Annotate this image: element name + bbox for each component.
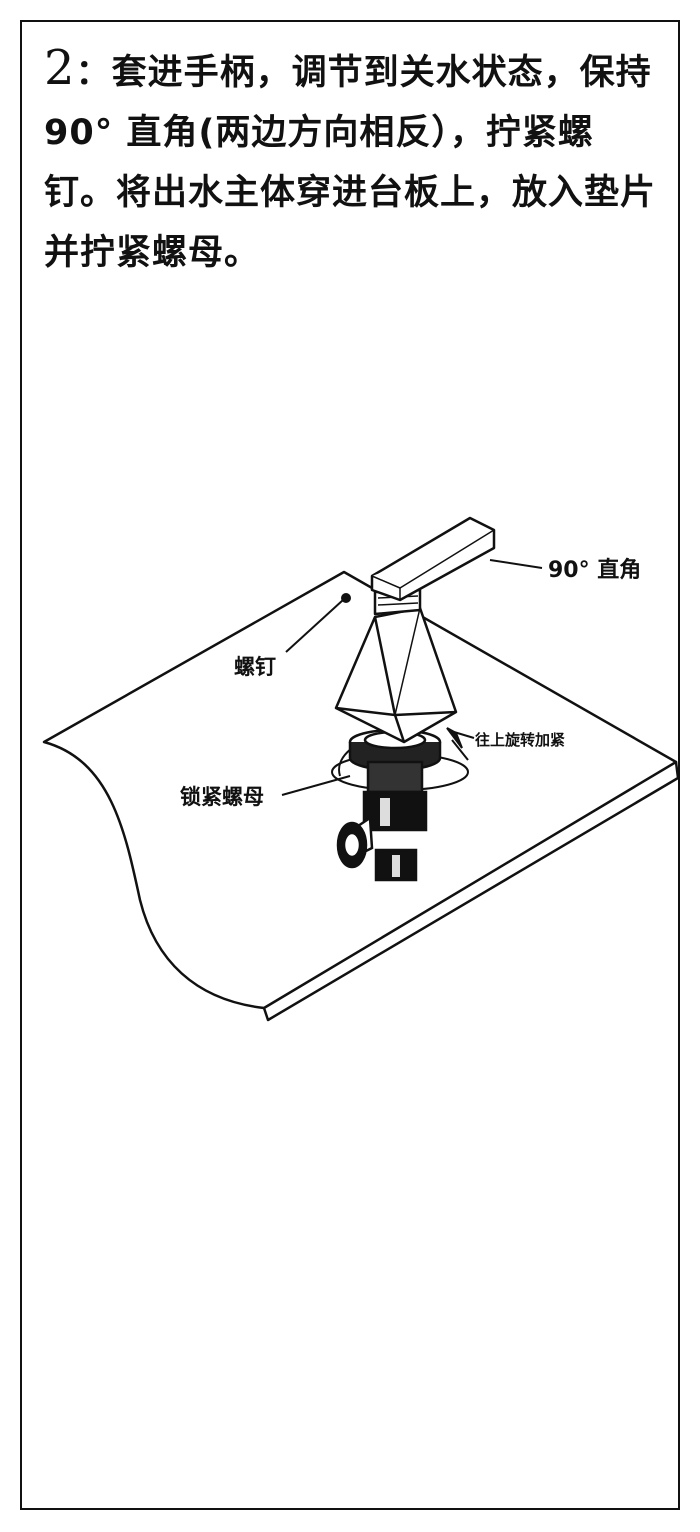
callout-right-angle: 90° 直角 bbox=[548, 558, 642, 583]
step-text: 套进手柄，调节到关水状态，保持90° 直角(两边方向相反），拧紧螺钉。将出水主体… bbox=[44, 53, 657, 273]
screw-marker bbox=[341, 593, 351, 603]
leader-lock-nut bbox=[281, 775, 351, 796]
step-separator: ： bbox=[75, 53, 112, 93]
callout-screw: 螺钉 bbox=[234, 655, 276, 679]
side-outlet-fitting bbox=[336, 815, 418, 882]
countertop-front-edge bbox=[262, 760, 680, 1022]
instruction-panel-frame bbox=[20, 20, 680, 1510]
leader-right-angle bbox=[489, 559, 543, 569]
callout-rotate-up: 往上旋转加紧 bbox=[475, 731, 566, 749]
step-instruction: 2：套进手柄，调节到关水状态，保持90° 直角(两边方向相反），拧紧螺钉。将出水… bbox=[44, 38, 664, 283]
handle-lever bbox=[370, 516, 496, 616]
leader-screw bbox=[285, 599, 344, 653]
lock-nut-assembly bbox=[348, 728, 442, 832]
leader-rotate bbox=[453, 731, 475, 739]
step-number: 2 bbox=[44, 40, 76, 96]
callout-lock-nut: 锁紧螺母 bbox=[180, 785, 264, 809]
countertop-top-outline bbox=[42, 570, 678, 1010]
faucet-body bbox=[334, 606, 458, 744]
